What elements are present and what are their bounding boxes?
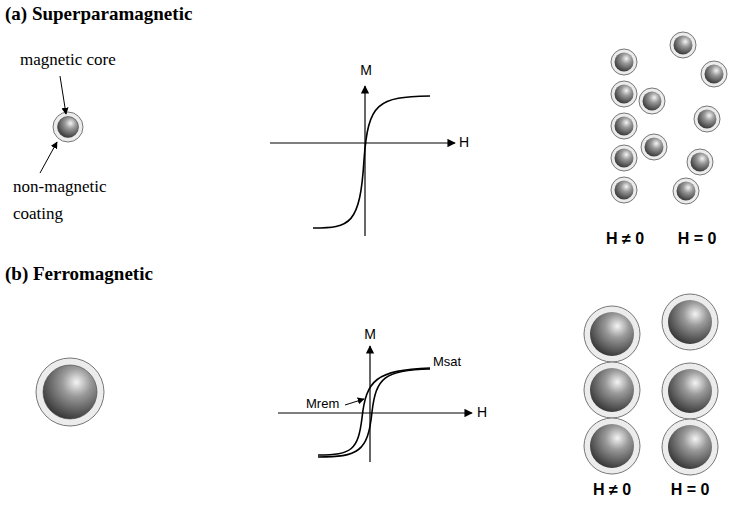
coating-shell	[584, 306, 640, 362]
coating-shell	[611, 177, 637, 203]
magnetic-core	[615, 53, 634, 72]
field-label: H ≠ 0	[593, 481, 631, 499]
coating-shell	[53, 112, 83, 142]
field-label: H = 0	[671, 481, 710, 499]
coating-shell	[584, 362, 640, 418]
magnetic-core	[615, 85, 634, 104]
coating-shell	[611, 145, 637, 171]
coating-shell	[611, 113, 637, 139]
particle	[53, 112, 83, 142]
coating-shell	[611, 81, 637, 107]
magnetic-core	[705, 65, 724, 84]
magnetic-core	[43, 365, 97, 419]
particle-chain	[662, 294, 718, 475]
curve-label: Msat	[433, 355, 461, 370]
coating-shell	[670, 32, 696, 58]
hysteresis-branch	[318, 368, 430, 455]
coating-shell	[639, 88, 665, 114]
particle	[36, 358, 104, 426]
callout-label: magnetic core	[20, 50, 116, 70]
h-axis	[278, 412, 472, 413]
magnetic-core	[590, 424, 634, 468]
coating-shell	[36, 358, 104, 426]
coating-shell	[662, 294, 718, 350]
magnetic-core	[615, 149, 634, 168]
panel-heading: (b) Ferromagnetic	[5, 263, 153, 285]
coating-shell	[662, 419, 718, 475]
hysteresis-branch	[318, 369, 430, 457]
field-label: H ≠ 0	[606, 230, 644, 248]
leader-arrow	[60, 76, 66, 114]
field-label: H = 0	[678, 230, 717, 248]
magnetic-core	[677, 182, 696, 201]
coating-shell	[641, 134, 667, 160]
particle-chain	[611, 49, 637, 203]
magnetic-core	[643, 92, 662, 111]
magnetic-core	[615, 117, 634, 136]
axis-label: M	[360, 62, 372, 78]
h-axis	[270, 142, 455, 143]
magnetic-core	[698, 110, 717, 129]
particle-chain	[584, 306, 640, 474]
magnetic-core	[615, 181, 634, 200]
coating-shell	[701, 61, 727, 87]
magnetization-curve	[313, 96, 430, 228]
coating-shell	[694, 106, 720, 132]
magnetic-core	[674, 36, 693, 55]
axis-label: M	[364, 326, 376, 342]
particle-scatter	[639, 32, 727, 204]
axis-label: H	[459, 134, 469, 150]
coating-shell	[673, 178, 699, 204]
axis-label: H	[477, 404, 487, 420]
magnetic-core	[58, 117, 79, 138]
leader-arrow	[345, 399, 364, 405]
magnetic-core	[645, 138, 664, 157]
coating-shell	[584, 418, 640, 474]
magnetic-core	[668, 425, 712, 469]
callout-label: non-magnetic coating	[13, 173, 135, 227]
m-axis	[369, 346, 370, 462]
coating-shell	[687, 149, 713, 175]
magnetic-core	[691, 153, 710, 172]
curve-label: Mrem	[306, 397, 339, 412]
leader-arrow	[40, 142, 57, 173]
magnetic-core	[668, 369, 712, 413]
magnetic-core	[668, 300, 712, 344]
coating-shell	[662, 363, 718, 419]
magnetic-core	[590, 368, 634, 412]
panel-heading: (a) Superparamagnetic	[5, 3, 192, 25]
magnetic-core	[590, 312, 634, 356]
coating-shell	[611, 49, 637, 75]
